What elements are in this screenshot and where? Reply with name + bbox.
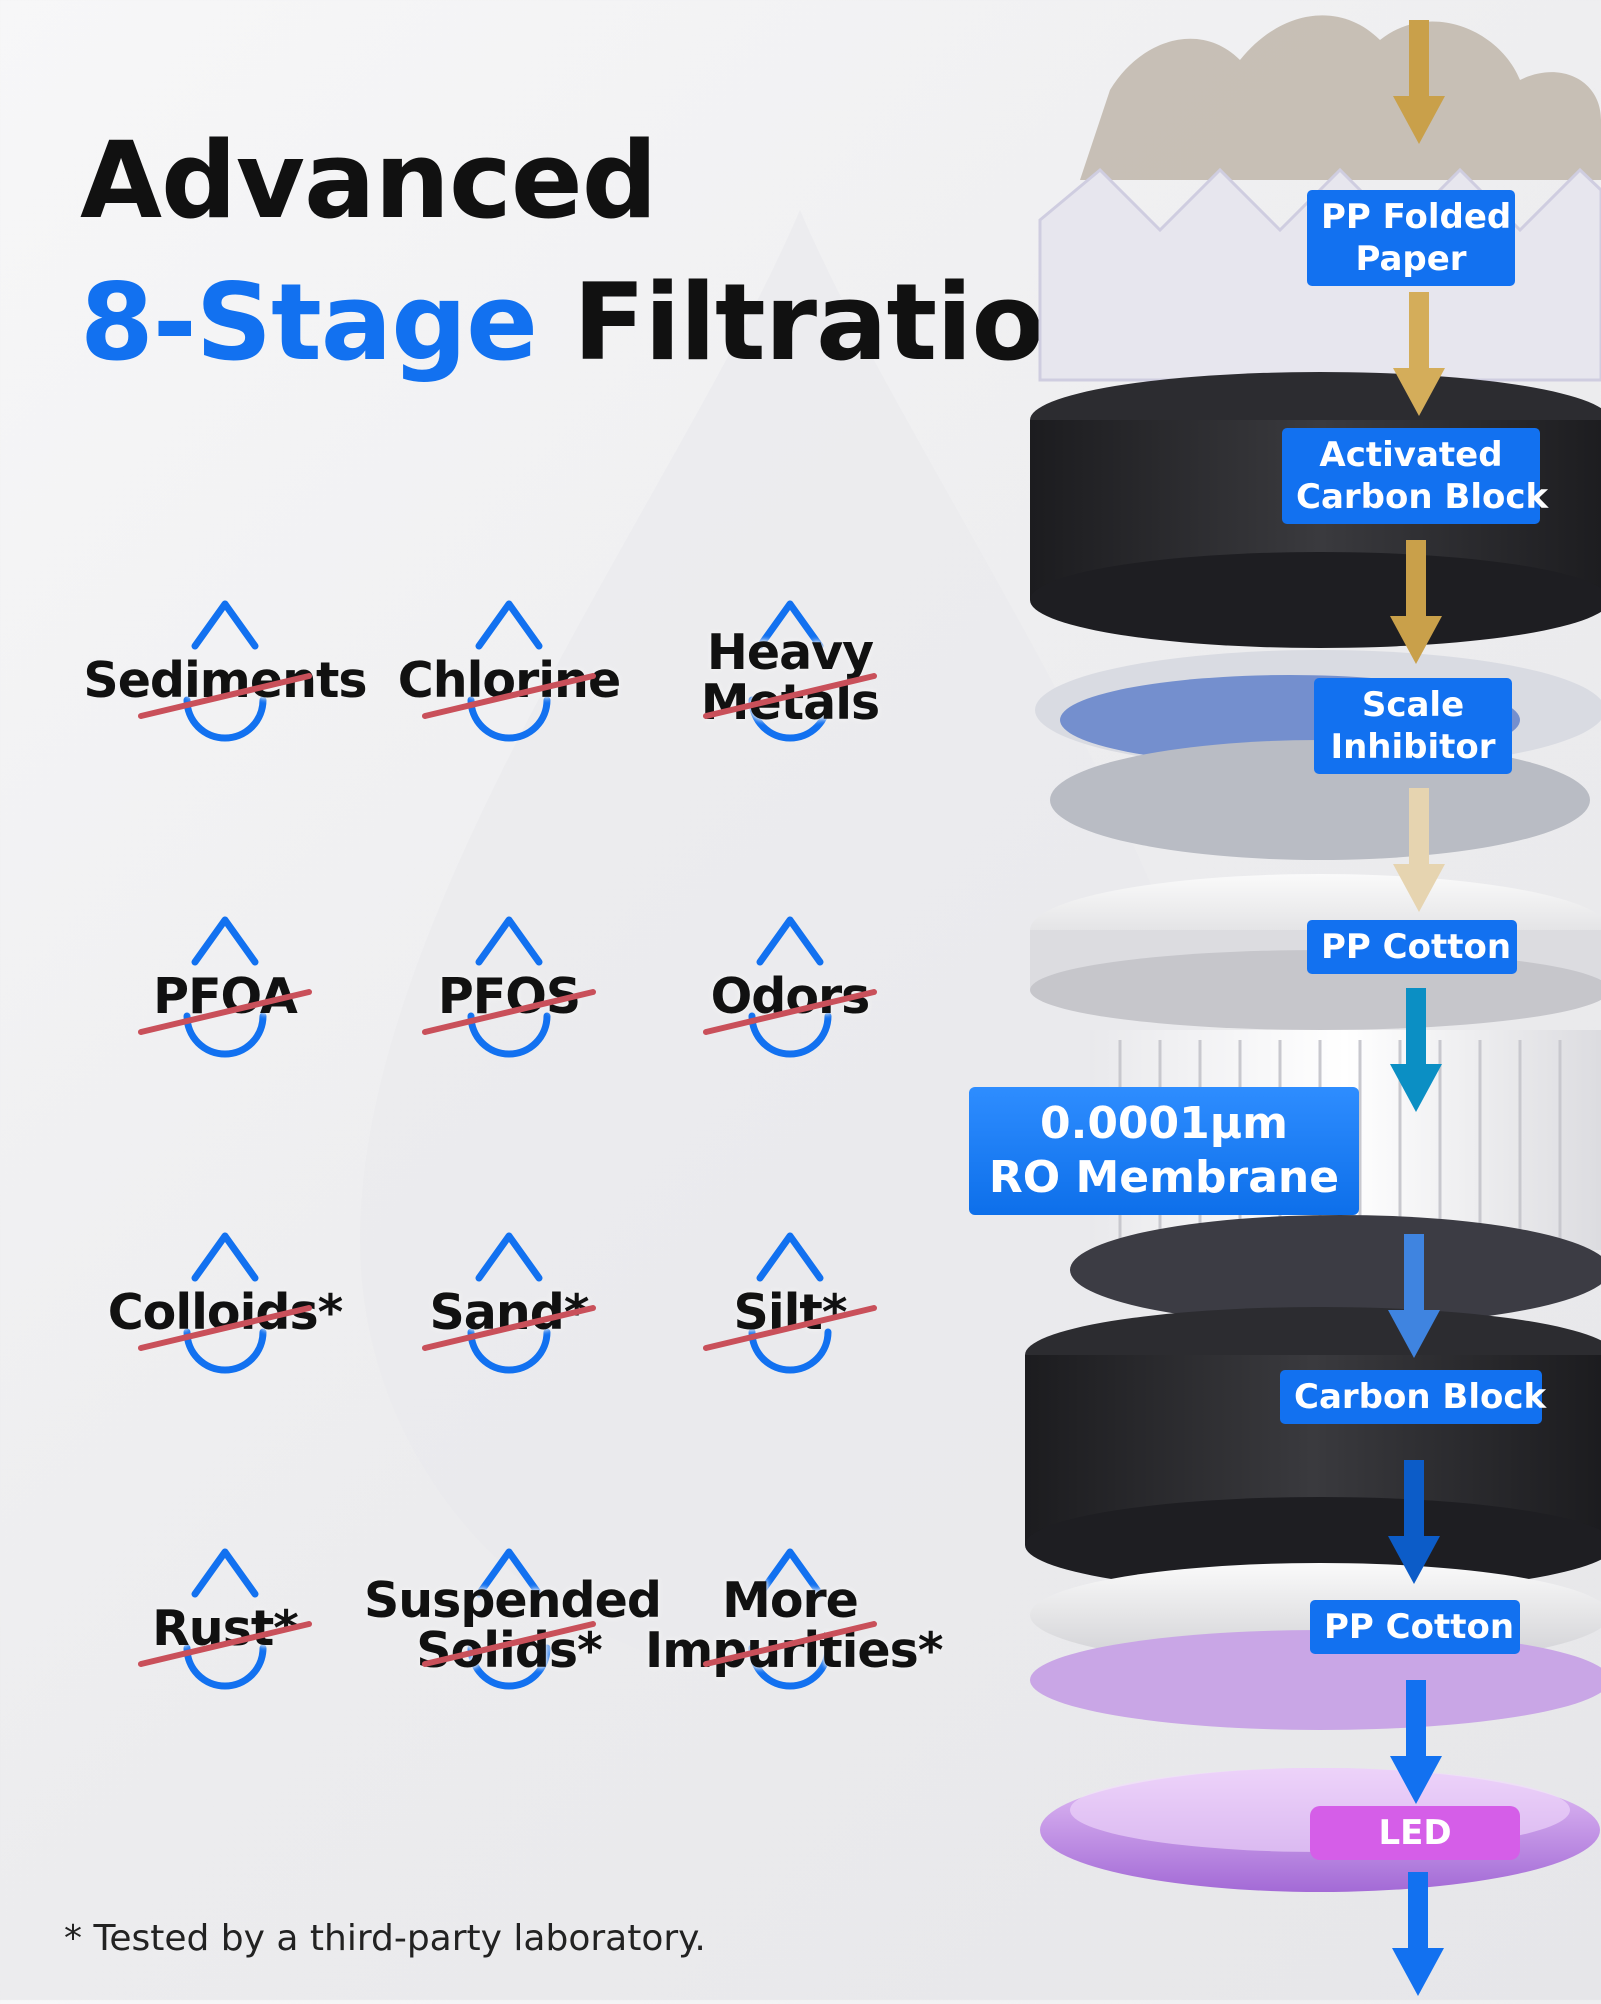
contaminant-item: PFOA [80, 916, 370, 1086]
contaminant-item: Chlorine [364, 600, 654, 770]
water-splash [1080, 15, 1601, 180]
down-arrow-icon [1392, 1872, 1444, 1996]
strikethrough-line [703, 673, 877, 719]
water-drop-icon [183, 1548, 267, 1690]
strikethrough-line [422, 989, 596, 1035]
contaminant-item: PFOS [364, 916, 654, 1086]
page-title: Advanced 8-Stage Filtration [80, 110, 1119, 394]
water-drop-icon [183, 600, 267, 742]
stage-label-pp-cotton-1: PP Cotton [1307, 920, 1517, 974]
contaminant-item: Sediments [80, 600, 370, 770]
stage-label-led: LED [1310, 1806, 1520, 1860]
strikethrough-line [703, 1621, 877, 1667]
strikethrough-line [422, 1621, 596, 1667]
water-drop-icon [467, 916, 551, 1058]
water-drop-icon [183, 916, 267, 1058]
contaminant-item: Silt* [645, 1232, 935, 1402]
title-highlight: 8-Stage [80, 261, 538, 384]
strikethrough-line [422, 1305, 596, 1351]
water-drop-icon [467, 1232, 551, 1374]
strikethrough-line [422, 673, 596, 719]
water-drop-icon [748, 600, 832, 742]
water-drop-icon [183, 1232, 267, 1374]
down-arrow-icon [1393, 20, 1445, 144]
stage-label-carbon-block: Carbon Block [1280, 1370, 1546, 1424]
contaminant-item: Odors [645, 916, 935, 1086]
strikethrough-line [703, 989, 877, 1035]
strikethrough-line [703, 1305, 877, 1351]
filter-layers [1025, 15, 1601, 1892]
title-line-2: 8-Stage Filtration [80, 252, 1119, 394]
footnote: * Tested by a third-party laboratory. [64, 1918, 706, 1959]
water-drop-icon [748, 1548, 832, 1690]
water-drop-icon [467, 600, 551, 742]
down-arrow-icon [1393, 292, 1445, 416]
down-arrow-icon [1388, 1234, 1440, 1358]
stage-label-pp-cotton-2: PP Cotton [1310, 1600, 1520, 1654]
down-arrow-icon [1390, 1680, 1442, 1804]
water-drop-icon [467, 1548, 551, 1690]
water-drop-icon [748, 916, 832, 1058]
down-arrow-icon [1390, 988, 1442, 1112]
strikethrough-line [138, 1305, 312, 1351]
title-rest: Filtration [572, 261, 1119, 384]
strikethrough-line [138, 1621, 312, 1667]
down-arrow-icon [1388, 1460, 1440, 1584]
title-line-1: Advanced [80, 119, 658, 242]
filter-stack-illustration [960, 0, 1601, 2000]
contaminant-item: Sand* [364, 1232, 654, 1402]
water-drop-icon [748, 1232, 832, 1374]
strikethrough-line [138, 989, 312, 1035]
strikethrough-line [138, 673, 312, 719]
down-arrow-icon [1390, 540, 1442, 664]
down-arrow-icon [1393, 788, 1445, 912]
contaminant-item: Rust* [80, 1548, 370, 1718]
contaminant-item: Colloids* [80, 1232, 370, 1402]
